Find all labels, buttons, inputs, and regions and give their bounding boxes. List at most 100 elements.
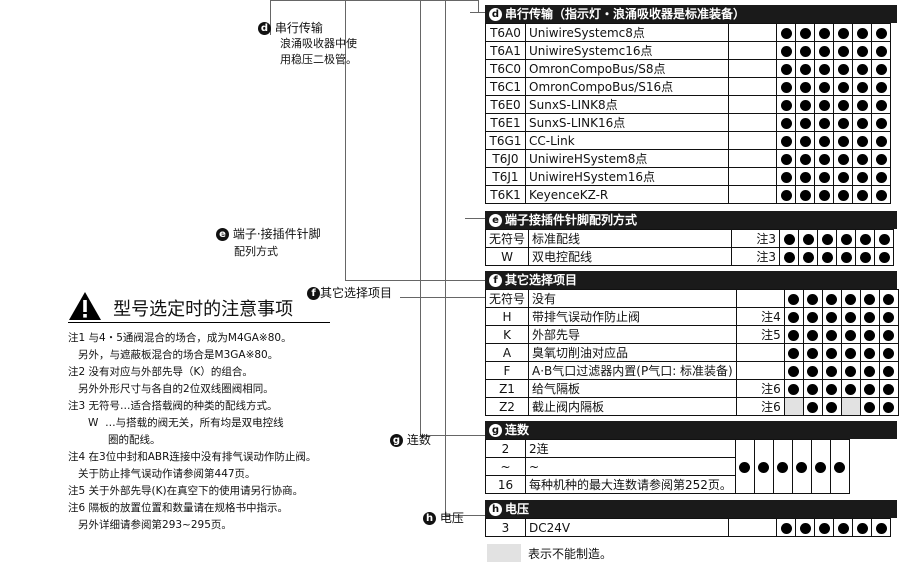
available-dot-icon (845, 365, 857, 377)
available-cell (772, 439, 793, 494)
available-cell (833, 77, 853, 96)
available-cell (871, 167, 891, 186)
legend-gray-swatch (487, 544, 521, 562)
available-dot-icon (783, 251, 795, 263)
option-code: ~ (485, 457, 526, 476)
available-cell (855, 229, 876, 248)
option-description: A·B气口过滤器内置(P气口: 标准装备) (528, 361, 737, 380)
available-cell (852, 41, 872, 60)
available-cell (795, 518, 815, 537)
available-dot-icon (837, 522, 849, 534)
section-g-title: 连数 (505, 423, 530, 437)
available-cell (852, 113, 872, 132)
label-g-title: 连数 (406, 433, 431, 447)
available-dot-icon (845, 347, 857, 359)
section-f-circle-icon: f (489, 274, 502, 287)
available-dot-icon (821, 251, 833, 263)
available-dot-icon (799, 117, 811, 129)
available-cell (776, 95, 796, 114)
available-dot-icon (856, 99, 868, 111)
available-dot-icon (796, 461, 808, 473)
available-cell (836, 229, 857, 248)
available-dot-icon (837, 117, 849, 129)
option-description: UniwireHSystem16点 (525, 167, 729, 186)
option-description: UniwireSystemc8点 (525, 23, 729, 42)
available-cell (871, 59, 891, 78)
caution-note: 注4 在3位中封和ABR连接中没有排气误动作防止阀。 (68, 451, 317, 463)
available-dot-icon (845, 311, 857, 323)
available-cell (840, 379, 861, 398)
section-f-title: 其它选择项目 (505, 273, 578, 287)
option-code: T6A1 (485, 41, 526, 60)
available-dot-icon (837, 81, 849, 93)
option-code: Z2 (484, 397, 530, 416)
option-note: 注3 (731, 229, 781, 248)
label-e-title: 端子·接插件针脚 (232, 227, 321, 241)
option-description: SunxS-LINK16点 (525, 113, 729, 132)
available-cell (795, 167, 815, 186)
available-cell (871, 131, 891, 150)
available-cell (795, 185, 815, 204)
available-dot-icon (739, 461, 751, 473)
option-code: T6C0 (485, 59, 526, 78)
available-cell (859, 379, 880, 398)
available-cell (878, 343, 899, 362)
available-dot-icon (799, 63, 811, 75)
section-h-title: 电压 (505, 502, 530, 516)
available-cell (795, 59, 815, 78)
available-cell (795, 149, 815, 168)
available-cell (802, 289, 823, 308)
available-dot-icon (788, 311, 800, 323)
available-cell (776, 23, 796, 42)
option-description: UniwireSystemc16点 (525, 41, 729, 60)
available-cell (795, 95, 815, 114)
caution-note: 关于防止排气误动作请参阅第447页。 (68, 468, 256, 480)
section-d-title: 串行传输（指示灯・浪涌吸收器是标准装备） (505, 7, 746, 21)
available-cell (833, 113, 853, 132)
option-note (728, 41, 777, 60)
option-description: 带排气误动作防止阀 (528, 307, 737, 326)
available-cell (802, 343, 823, 362)
option-description: DC24V (525, 518, 729, 537)
option-note: 注3 (731, 247, 781, 266)
available-cell (840, 361, 861, 380)
available-cell (814, 518, 834, 537)
available-cell (878, 289, 899, 308)
available-dot-icon (856, 45, 868, 57)
available-dot-icon (883, 365, 895, 377)
available-dot-icon (864, 293, 876, 305)
available-cell (833, 167, 853, 186)
available-cell (817, 229, 838, 248)
option-note (735, 343, 785, 362)
unavailable-cell (783, 397, 804, 416)
option-description: 没有 (528, 289, 737, 308)
option-code: T6J1 (485, 167, 526, 186)
available-dot-icon (875, 117, 887, 129)
available-dot-icon (818, 189, 830, 201)
option-description: OmronCompoBus/S8点 (525, 59, 729, 78)
available-cell (814, 113, 834, 132)
available-dot-icon (856, 27, 868, 39)
available-dot-icon (788, 329, 800, 341)
option-note (728, 95, 777, 114)
available-cell (878, 325, 899, 344)
available-cell (874, 247, 895, 266)
available-dot-icon (783, 233, 795, 245)
available-cell (814, 167, 834, 186)
option-code: 无符号 (484, 229, 530, 248)
available-dot-icon (864, 329, 876, 341)
option-description: CC-Link (525, 131, 729, 150)
available-dot-icon (875, 189, 887, 201)
available-dot-icon (856, 153, 868, 165)
circle-e-icon: e (216, 228, 229, 241)
caution-note: W …与搭载的阀无关，所有均是双电控线 (68, 417, 284, 429)
